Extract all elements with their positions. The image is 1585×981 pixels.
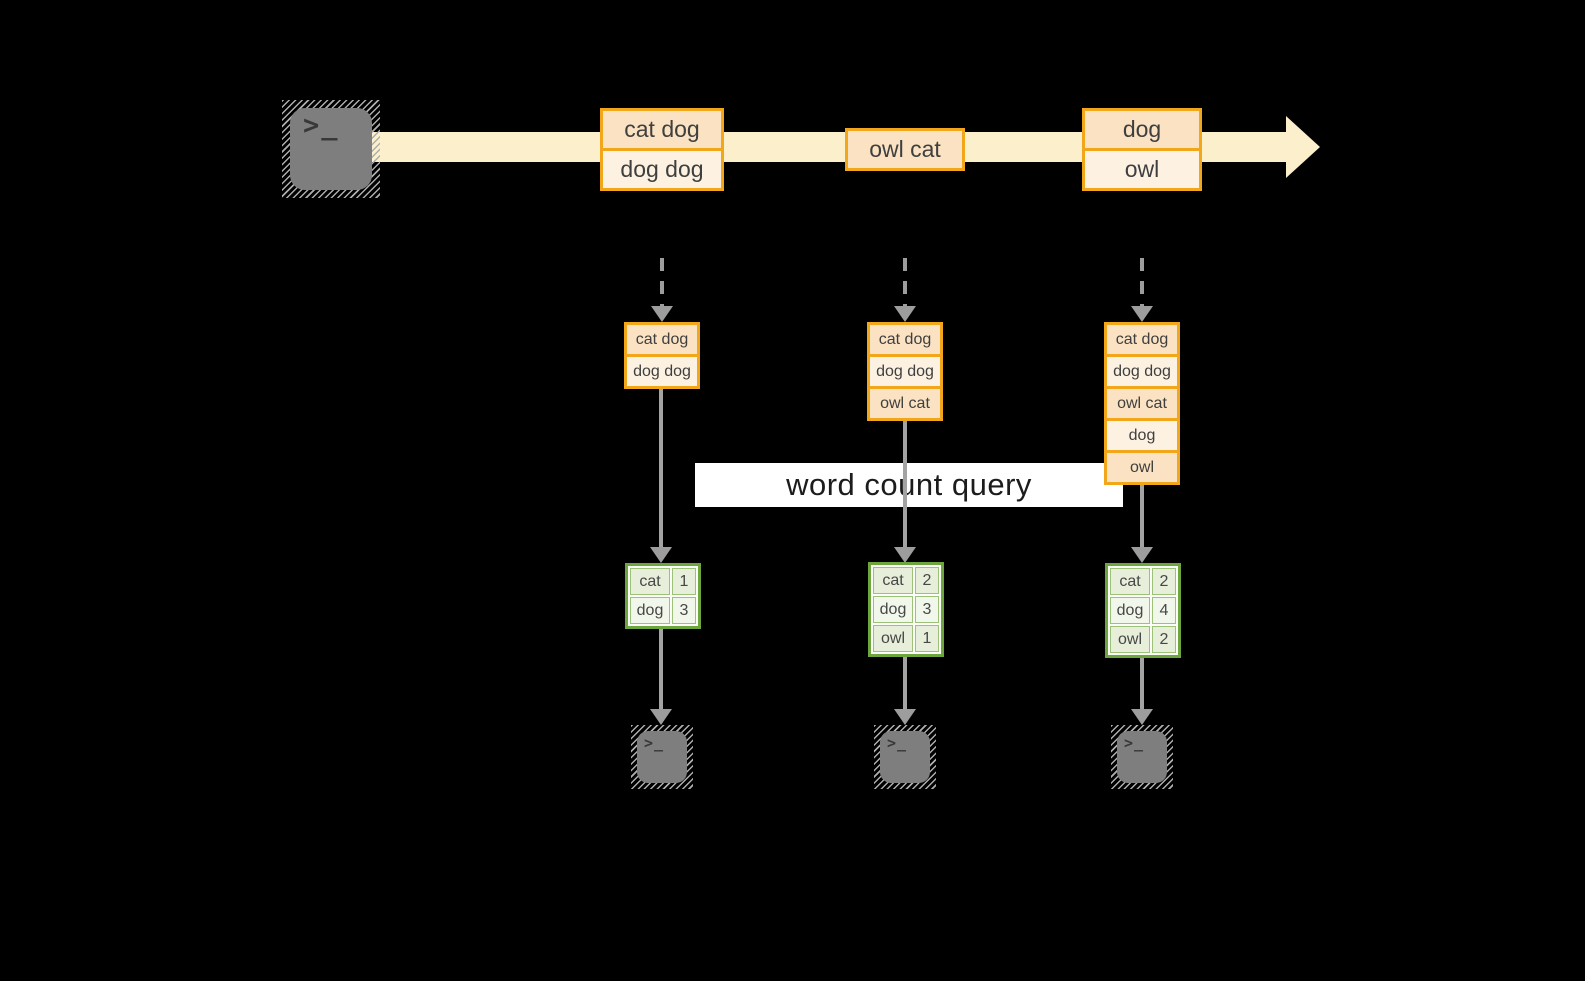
arrow-down-icon <box>894 547 916 563</box>
stream-record: dog dog <box>603 148 721 188</box>
connector-line <box>903 657 907 709</box>
connector-line <box>1140 657 1144 709</box>
stream-batch-1: cat dog dog dog <box>600 108 724 191</box>
prompt-icon: >_ <box>644 734 665 752</box>
dashed-connector <box>660 258 664 306</box>
connector-line <box>659 389 663 547</box>
prompt-icon: >_ <box>303 110 340 141</box>
count-table-1: cat 1 dog 3 <box>625 563 701 629</box>
arrow-down-icon <box>1131 709 1153 725</box>
arrow-down-icon <box>651 306 673 322</box>
stream-record: dog <box>1085 111 1199 148</box>
prompt-icon: >_ <box>887 734 908 752</box>
connector-line <box>903 421 907 547</box>
count-cell: 4 <box>1152 597 1176 624</box>
state-record: owl <box>1107 450 1177 482</box>
terminal-icon: >_ <box>631 725 693 789</box>
table-row: cat 2 <box>873 567 939 594</box>
table-row: dog 3 <box>630 597 696 624</box>
count-cell: 2 <box>1152 626 1176 653</box>
arrow-down-icon <box>1131 306 1153 322</box>
word-cell: owl <box>873 625 913 652</box>
word-cell: dog <box>630 597 670 624</box>
arrow-down-icon <box>650 547 672 563</box>
state-record: owl cat <box>870 386 940 418</box>
state-record: dog dog <box>870 354 940 386</box>
stream-batch-2: owl cat <box>845 128 965 171</box>
dashed-connector <box>1140 258 1144 306</box>
count-cell: 1 <box>915 625 939 652</box>
connector-line <box>659 629 663 709</box>
terminal-screen: >_ <box>1117 731 1167 783</box>
state-record: cat dog <box>627 325 697 354</box>
count-table-3: cat 2 dog 4 owl 2 <box>1105 563 1181 658</box>
word-cell: cat <box>630 568 670 595</box>
table-row: owl 2 <box>1110 626 1176 653</box>
query-label: word count query <box>786 467 1032 502</box>
state-box-1: cat dog dog dog <box>624 322 700 389</box>
state-record: cat dog <box>870 325 940 354</box>
count-cell: 2 <box>1152 568 1176 595</box>
table-row: dog 4 <box>1110 597 1176 624</box>
terminal-icon: >_ <box>874 725 936 789</box>
count-cell: 3 <box>915 596 939 623</box>
stream-arrow-head-icon <box>1286 116 1320 178</box>
word-cell: owl <box>1110 626 1150 653</box>
state-box-3: cat dog dog dog owl cat dog owl <box>1104 322 1180 485</box>
arrow-down-icon <box>894 709 916 725</box>
terminal-screen: >_ <box>880 731 930 783</box>
stream-record: cat dog <box>603 111 721 148</box>
word-cell: dog <box>873 596 913 623</box>
table-row: cat 1 <box>630 568 696 595</box>
table-row: owl 1 <box>873 625 939 652</box>
terminal-icon: >_ <box>1111 725 1173 789</box>
state-record: dog dog <box>627 354 697 386</box>
arrow-down-icon <box>650 709 672 725</box>
terminal-screen: >_ <box>290 108 372 190</box>
word-cell: cat <box>873 567 913 594</box>
state-record: owl cat <box>1107 386 1177 418</box>
query-banner: word count query <box>695 463 1123 507</box>
state-record: dog dog <box>1107 354 1177 386</box>
arrow-down-icon <box>1131 547 1153 563</box>
word-cell: dog <box>1110 597 1150 624</box>
prompt-icon: >_ <box>1124 734 1145 752</box>
state-box-2: cat dog dog dog owl cat <box>867 322 943 421</box>
word-cell: cat <box>1110 568 1150 595</box>
terminal-screen: >_ <box>637 731 687 783</box>
count-cell: 2 <box>915 567 939 594</box>
table-row: dog 3 <box>873 596 939 623</box>
count-cell: 3 <box>672 597 696 624</box>
arrow-down-icon <box>894 306 916 322</box>
state-record: dog <box>1107 418 1177 450</box>
count-cell: 1 <box>672 568 696 595</box>
count-table-2: cat 2 dog 3 owl 1 <box>868 562 944 657</box>
table-row: cat 2 <box>1110 568 1176 595</box>
stream-record: owl cat <box>848 131 962 168</box>
terminal-icon: >_ <box>282 100 380 198</box>
stream-batch-3: dog owl <box>1082 108 1202 191</box>
state-record: cat dog <box>1107 325 1177 354</box>
dashed-connector <box>903 258 907 306</box>
connector-line <box>1140 485 1144 547</box>
stream-record: owl <box>1085 148 1199 188</box>
